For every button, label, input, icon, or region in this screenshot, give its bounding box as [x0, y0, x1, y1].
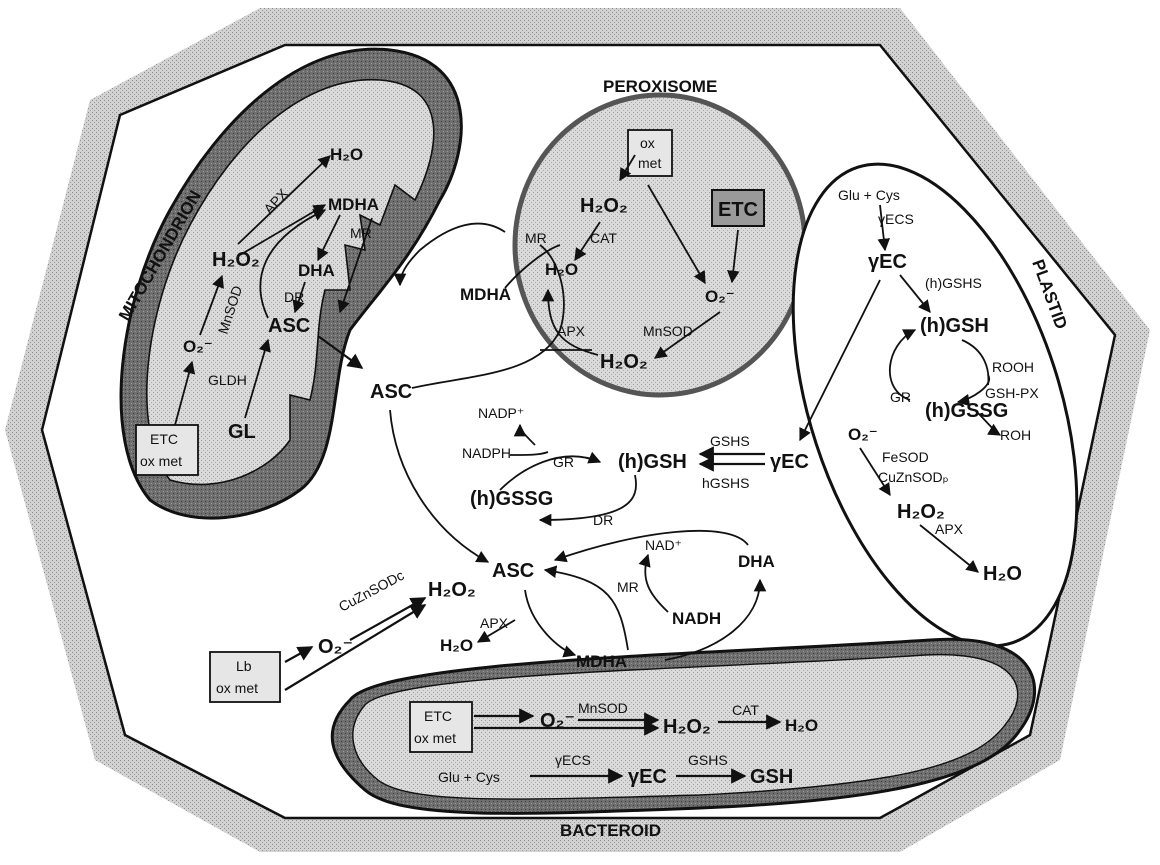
perox-h2o2-top: H₂O₂: [580, 195, 628, 217]
plastid-gecs: γECS: [878, 211, 914, 227]
plastid-hgssg: (h)GSSG: [925, 400, 1008, 422]
mito-h2o2: H₂O₂: [212, 249, 260, 271]
peroxisome-title: PEROXISOME: [603, 77, 717, 96]
cyto-mdha: MDHA: [576, 652, 627, 671]
cyto-h2o2: H₂O₂: [428, 579, 476, 601]
cyto-nadh: NADH: [672, 609, 721, 628]
perox-etc: ETC: [718, 199, 758, 221]
plastid-fesod: FeSOD: [882, 449, 929, 465]
mito-gldh: GLDH: [208, 372, 247, 388]
mito-dha: DHA: [298, 261, 335, 280]
bacteroid-title: BACTEROID: [560, 821, 661, 840]
bact-oxmet: ox met: [414, 730, 456, 746]
mito-h2o: H₂O: [330, 145, 363, 164]
bact-gecs: γECS: [555, 752, 591, 768]
mito-gl: GL: [228, 421, 256, 443]
cyto-asc-top: ASC: [370, 381, 412, 403]
plastid-apx: APX: [935, 521, 964, 537]
plastid-hgshs: (h)GSHS: [925, 275, 982, 291]
perox-ox: ox: [640, 135, 655, 151]
cyto-nadph: NADPH: [462, 445, 511, 461]
cyto-gec: γEC: [770, 451, 809, 473]
bact-gshs: GSHS: [688, 752, 728, 768]
cyto-hgshs: hGSHS: [702, 475, 749, 491]
cyto-oxmet: ox met: [216, 680, 258, 696]
cyto-nad: NAD⁺: [645, 537, 682, 553]
plastid-h2o2: H₂O₂: [897, 501, 945, 523]
mito-o2: O₂⁻: [183, 337, 213, 356]
bact-glu-cys: Glu + Cys: [438, 769, 500, 785]
perox-h2o: H₂O: [545, 260, 578, 279]
mito-oxmet: ox met: [140, 453, 182, 469]
perox-mr: MR: [525, 230, 547, 246]
perox-h2o2-bottom: H₂O₂: [600, 351, 648, 373]
mito-asc: ASC: [268, 315, 310, 337]
plastid-hgsh: (h)GSH: [920, 315, 989, 337]
cyto-gshs: GSHS: [710, 433, 750, 449]
bact-etc: ETC: [424, 708, 452, 724]
cyto-hgssg: (h)GSSG: [470, 488, 553, 510]
plastid-rooh: ROOH: [992, 359, 1034, 375]
bact-gsh: GSH: [750, 766, 793, 788]
cyto-mr: MR: [617, 579, 639, 595]
plastid-gshpx: GSH-PX: [985, 385, 1039, 401]
bact-mnsod: MnSOD: [578, 700, 628, 716]
cyto-apx: APX: [480, 615, 509, 631]
cyto-lb: Lb: [236, 658, 252, 674]
plastid-glu-cys: Glu + Cys: [838, 187, 900, 203]
bact-h2o: H₂O: [785, 716, 818, 735]
bact-cat: CAT: [732, 702, 759, 718]
cyto-dha: DHA: [738, 552, 775, 571]
bact-h2o2: H₂O₂: [663, 716, 711, 738]
bact-gec: γEC: [628, 766, 667, 788]
cyto-o2: O₂⁻: [318, 636, 353, 658]
cyto-asc: ASC: [492, 560, 534, 582]
cyto-h2o: H₂O: [440, 636, 473, 655]
plastid-gr: GR: [890, 389, 911, 405]
perox-o2: O₂⁻: [705, 287, 735, 306]
plastid-gec: γEC: [868, 251, 907, 273]
mito-mdha: MDHA: [328, 195, 379, 214]
mito-etc: ETC: [150, 431, 178, 447]
plastid-cuznsod: CuZnSODₚ: [878, 469, 949, 485]
plastid-o2: O₂⁻: [848, 425, 878, 444]
perox-mdha: MDHA: [460, 285, 511, 304]
plastid-roh: ROH: [1000, 427, 1031, 443]
plastid-h2o: H₂O: [983, 563, 1022, 585]
cyto-nadp: NADP⁺: [478, 405, 524, 421]
cyto-hgsh: (h)GSH: [618, 451, 687, 473]
perox-met: met: [638, 155, 661, 171]
